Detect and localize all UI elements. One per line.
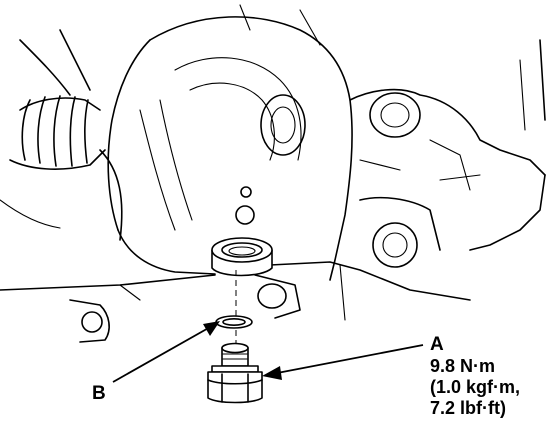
lower-flange	[0, 261, 471, 343]
torque-spec-kgfm: (1.0 kgf·m,	[430, 377, 520, 397]
drive-shaft-boot	[0, 29, 123, 241]
sealing-washer	[215, 315, 253, 329]
callout-a-letter: A	[430, 334, 444, 355]
callout-b-letter: B	[92, 383, 106, 404]
torque-spec-nm: 9.8 N·m	[430, 356, 495, 376]
callout-a-leader	[262, 344, 424, 380]
drain-hole-boss	[211, 237, 273, 277]
torque-spec-lbfft: 7.2 lbf·ft)	[430, 398, 506, 418]
transmission-housing	[107, 4, 546, 281]
callout-b-leader	[112, 321, 220, 383]
drain-plug	[207, 342, 263, 404]
